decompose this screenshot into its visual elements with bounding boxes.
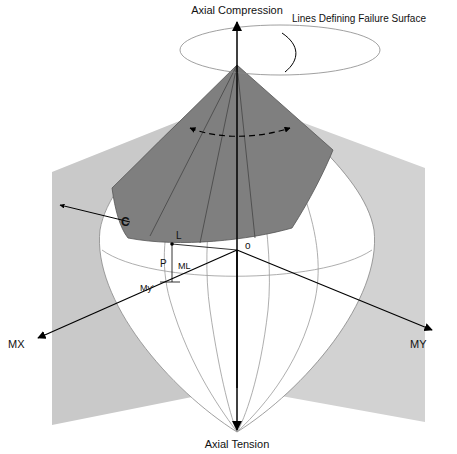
- callout-leader: [282, 33, 296, 72]
- c-arrow: [60, 205, 130, 222]
- axis-my: [237, 250, 432, 330]
- axis-label: Axial Compression: [191, 4, 283, 16]
- cap-lines: [150, 65, 255, 243]
- callout-ring: [180, 25, 380, 75]
- point-label: C: [121, 216, 130, 229]
- axis-label: MX: [8, 338, 25, 350]
- moment-label: ML: [178, 262, 191, 272]
- axis-label: Axial Tension: [205, 438, 270, 450]
- axis-tension: [236, 250, 238, 430]
- point-label: L: [176, 230, 182, 241]
- moment-label: My': [140, 284, 154, 294]
- origin-label: o: [245, 240, 251, 251]
- failure-cap: [112, 65, 333, 243]
- callout-label: Lines Defining Failure Surface: [292, 13, 426, 24]
- axis-label: MY: [410, 338, 427, 350]
- point-l: [170, 242, 174, 246]
- load-vector: [172, 244, 237, 250]
- axis-mx: [38, 250, 237, 338]
- point-label: P: [160, 258, 167, 269]
- surface-arc: [190, 128, 290, 136]
- my-line: [160, 282, 180, 283]
- p-line: [172, 244, 173, 282]
